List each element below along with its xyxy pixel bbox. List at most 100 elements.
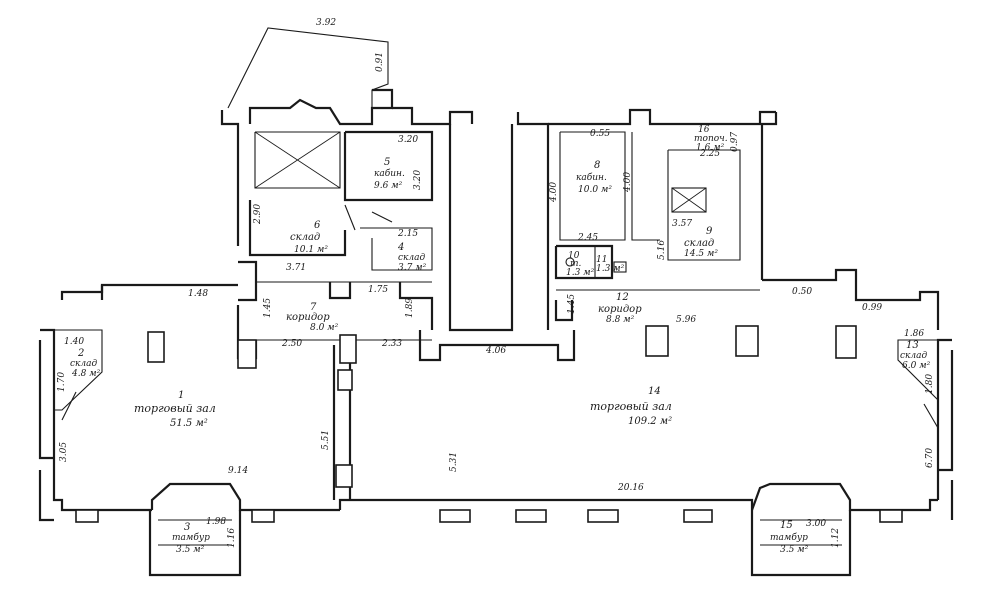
- dim-side-small: 0.91: [375, 52, 385, 72]
- room-2-num: 2: [77, 348, 84, 359]
- dim-r13-b: 1.80: [925, 374, 935, 394]
- column: [645, 325, 669, 357]
- room-8-num: 8: [594, 160, 600, 171]
- dim-hall1-h: 5.51: [321, 430, 331, 450]
- room-5-area: 9.6 м²: [374, 181, 403, 191]
- column: [237, 339, 257, 369]
- room-16-name: топоч.: [694, 134, 728, 144]
- room-14-name: торговый зал: [590, 400, 672, 413]
- dim-r8-b: 4.00: [623, 172, 633, 193]
- dim-hall14-h: 5.31: [449, 452, 459, 472]
- dim-148: 1.48: [188, 289, 208, 299]
- outer-dimensions: 3.20 0.55 0.97 1.48 0.50 0.99 4.06 5.96 …: [59, 129, 935, 493]
- room-11-area: 1.3 м²: [596, 264, 625, 274]
- room-8-area: 10.0 м²: [578, 185, 612, 195]
- room-1-area: 51.5 м²: [170, 418, 208, 429]
- room-10-num: 10: [568, 251, 580, 261]
- dim-r6-h: 2.90: [253, 204, 263, 225]
- dim-r5-w: 3.20: [413, 170, 423, 190]
- main-hall-walls: [38, 268, 954, 523]
- dim-width-5: 5.96: [676, 315, 696, 325]
- room-15-area: 3.5 м²: [780, 545, 809, 555]
- room-10-area: 1.3 м²: [566, 268, 595, 278]
- column: [147, 331, 165, 363]
- room-4-num: 4: [397, 242, 404, 253]
- dim-r2-b: 1.70: [57, 372, 67, 392]
- dim-r3-a: 1.98: [206, 517, 226, 527]
- dim-r4-b: 1.75: [368, 285, 388, 295]
- room-3-name: тамбур: [172, 532, 210, 543]
- room-14-num: 14: [648, 386, 661, 397]
- room-16-area: 1.6 м²: [696, 143, 725, 153]
- column: [339, 334, 357, 364]
- dim-r9-w: 3.57: [672, 219, 692, 229]
- room-7-num: 7: [310, 302, 317, 313]
- column: [735, 325, 759, 357]
- dim-upper-right-a: 0.55: [590, 129, 610, 139]
- vestibules: [148, 510, 852, 577]
- dim-top-left: 3.92: [316, 18, 336, 28]
- room-1-num: 1: [178, 390, 184, 401]
- dim-r7-d: 2.33: [381, 339, 402, 349]
- dim-r9-h: 5.16: [657, 240, 667, 260]
- dim-099: 0.99: [862, 303, 882, 313]
- dim-hall1-w: 9.14: [228, 466, 248, 476]
- room-11-num: 11: [596, 255, 607, 265]
- dim-r8-h: 4.00: [549, 182, 559, 203]
- room-10-name: т.: [570, 259, 582, 269]
- room-15-name: тамбур: [770, 532, 808, 543]
- room-13-num: 13: [906, 340, 919, 351]
- room-13-area: 6.0 м²: [902, 361, 931, 371]
- room-9-name: склад: [684, 238, 714, 249]
- room-13-name: склад: [900, 351, 928, 361]
- dim-r8-a: 2.45: [577, 233, 598, 243]
- dim-r12-a: 1.45: [567, 294, 577, 314]
- dim-bottom-total: 20.16: [617, 483, 644, 493]
- right-wing-walls: [516, 108, 778, 330]
- room-12-name: коридор: [598, 304, 642, 315]
- room-9-num: 9: [706, 226, 713, 237]
- room-12-num: 12: [616, 292, 629, 303]
- room-8-name: кабин.: [576, 172, 607, 183]
- room-4-area: 3.7 м²: [398, 263, 427, 273]
- dim-left-edge: 3.05: [59, 442, 69, 462]
- room-15-num: 15: [780, 520, 793, 531]
- dim-r4-a: 2.15: [397, 229, 418, 239]
- room-1-name: торговый зал: [134, 402, 216, 415]
- dim-upper-left-b: 3.20: [398, 135, 418, 145]
- room-16-num: 16: [698, 125, 710, 135]
- dim-050: 0.50: [792, 287, 812, 297]
- room-6-area: 10.1 м²: [294, 245, 328, 255]
- dim-r7-a: 1.45: [263, 298, 273, 318]
- dim-r15-b: 1.12: [831, 528, 841, 548]
- dim-r16-a: 2.25: [699, 149, 720, 159]
- room-7-area: 8.0 м²: [310, 323, 339, 333]
- dim-right-edge: 6.70: [925, 448, 935, 468]
- room-5-num: 5: [384, 157, 390, 168]
- room-3-num: 3: [184, 522, 190, 533]
- room-6-num: 6: [314, 220, 321, 231]
- room-12-area: 8.8 м²: [606, 315, 635, 325]
- left-wing-walls: [220, 88, 514, 360]
- room-9-area: 14.5 м²: [684, 249, 718, 259]
- room-14-area: 109.2 м²: [628, 416, 672, 427]
- dim-r7-c: 2.50: [281, 339, 302, 349]
- dim-width-4: 4.06: [485, 346, 506, 356]
- inner-dimensions: 3.20 2.90 2.15 1.75 3.71 1.45 1.89 2.50 …: [57, 149, 935, 548]
- room-5-name: кабин.: [374, 168, 405, 179]
- room-3-area: 3.5 м²: [176, 545, 205, 555]
- room-labels: 1 торговый зал 51.5 м² 2 склад 4.8 м² 3 …: [70, 125, 931, 555]
- dim-right-small: 0.97: [730, 132, 740, 152]
- dim-r6-b: 3.71: [286, 263, 306, 273]
- dim-r2-a: 1.40: [64, 337, 84, 347]
- room-7-name: коридор: [286, 312, 330, 323]
- room-6-name: склад: [290, 232, 320, 243]
- upper-left-annex: 3.92 0.91: [227, 18, 389, 109]
- room-4-name: склад: [398, 253, 426, 263]
- dim-r3-b: 1.16: [227, 528, 237, 548]
- dim-r13-a: 1.86: [904, 329, 924, 339]
- room-2-area: 4.8 м²: [71, 369, 101, 379]
- dim-r15-a: 3.00: [806, 519, 826, 529]
- dim-r7-b: 1.89: [405, 298, 415, 318]
